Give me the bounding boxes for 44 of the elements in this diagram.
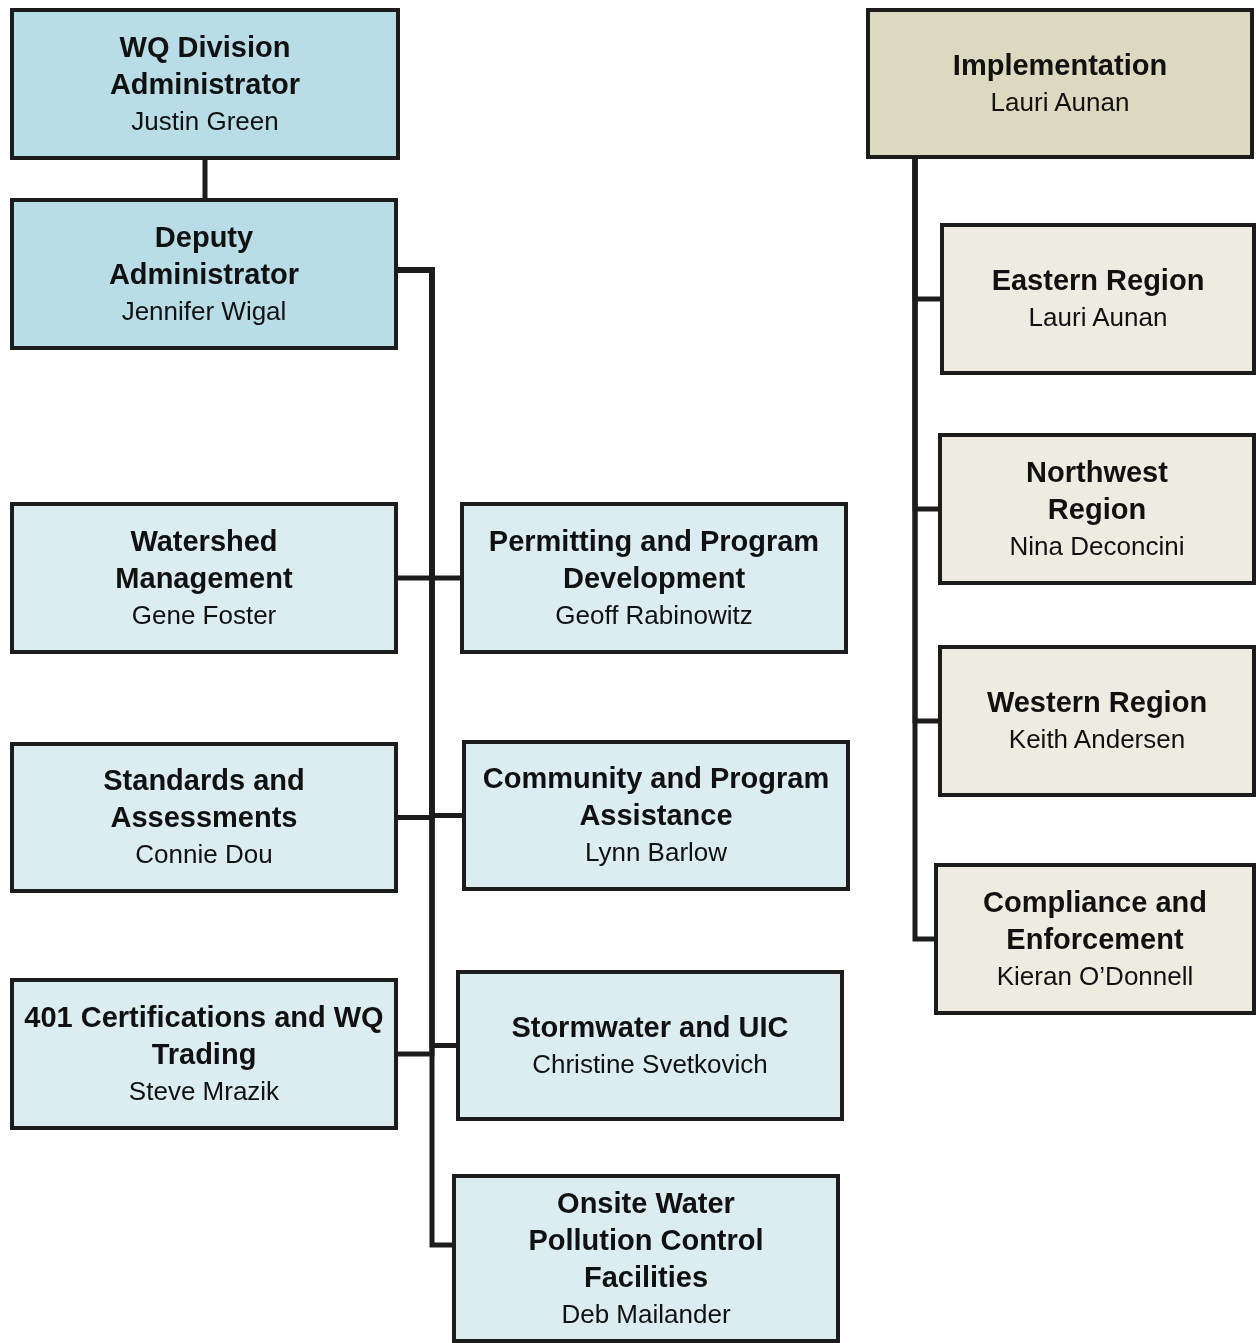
org-box (10, 198, 398, 350)
unit-title: Implementation (952, 47, 1168, 83)
person-name: Gene Foster (131, 598, 277, 632)
org-box (938, 645, 1256, 797)
person-name: Steve Mrazik (128, 1074, 280, 1108)
person-name: Lynn Barlow (584, 836, 728, 869)
org-box (456, 970, 844, 1121)
unit-title: WQ Division Administrator (108, 29, 302, 102)
org-box (462, 740, 850, 891)
person-name: Christine Svetkovich (532, 1047, 768, 1081)
org-box (940, 223, 1256, 375)
org-box (10, 8, 400, 160)
person-name: Kieran O’Donnell (996, 959, 1194, 993)
org-box (934, 863, 1256, 1015)
org-box (10, 978, 398, 1130)
unit-title: Onsite Water Pollution Control Facilities (527, 1185, 765, 1295)
person-name: Deb Mailander (561, 1297, 731, 1331)
unit-title: Western Region (986, 685, 1208, 720)
unit-title: Northwest Region (1025, 454, 1169, 527)
person-name: Geoff Rabinowitz (555, 598, 753, 632)
connector-line (202, 160, 208, 198)
unit-title: Compliance and Enforcement (982, 884, 1208, 957)
connector-line (912, 159, 934, 942)
person-name: Connie Dou (135, 838, 273, 871)
unit-title: Watershed Management (114, 523, 294, 596)
org-box (866, 8, 1254, 159)
org-box (452, 1174, 840, 1343)
person-name: Lauri Aunan (1028, 301, 1168, 334)
person-name: Jennifer Wigal (121, 294, 287, 328)
person-name: Lauri Aunan (990, 85, 1130, 119)
unit-title: Community and Program Assistance (481, 761, 831, 833)
org-box (10, 742, 398, 893)
unit-title: 401 Certifications and WQ Trading (24, 999, 384, 1072)
unit-title: Stormwater and UIC (511, 1009, 789, 1045)
person-name: Nina Deconcini (1009, 529, 1185, 563)
org-box (460, 502, 848, 654)
person-name: Keith Andersen (1008, 723, 1186, 756)
unit-title: Deputy Administrator (107, 219, 301, 292)
unit-title: Standards and Assessments (102, 763, 306, 835)
unit-title: Permitting and Program Development (487, 523, 821, 596)
unit-title: Eastern Region (991, 263, 1205, 298)
org-box (10, 502, 398, 654)
person-name: Justin Green (131, 104, 279, 138)
org-box (938, 433, 1256, 585)
